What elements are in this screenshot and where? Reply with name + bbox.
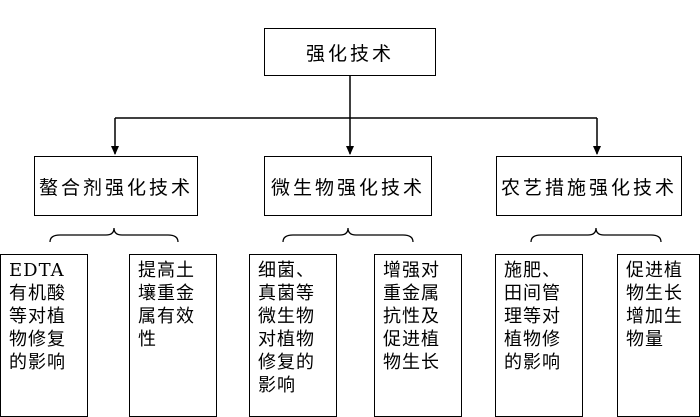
leaf-text-3-2: 促进植物生长增加生物量 bbox=[626, 260, 683, 350]
leaf-text-2-2: 增强对重金属抗性及促进植物生长 bbox=[383, 260, 440, 373]
category-label-2: 微生物强化技术 bbox=[270, 176, 425, 199]
leaf-node-3-1: 施肥、田间管理等对植物修的影响 bbox=[495, 254, 583, 417]
category-label-3: 农艺措施强化技术 bbox=[500, 176, 677, 199]
leaf-node-1-1: EDTA有机酸等对植物修复的影响 bbox=[0, 254, 88, 417]
category-node-2: 微生物强化技术 bbox=[264, 156, 432, 216]
leaf-node-2-1: 细菌、真菌等微生物对植物修复的影响 bbox=[249, 254, 337, 417]
root-node: 强化技术 bbox=[264, 28, 436, 76]
brace-2 bbox=[282, 227, 414, 243]
leaf-node-2-2: 增强对重金属抗性及促进植物生长 bbox=[374, 254, 462, 417]
brace-3 bbox=[530, 227, 662, 243]
root-label: 强化技术 bbox=[305, 42, 394, 65]
leaf-text-2-1: 细菌、真菌等微生物对植物修复的影响 bbox=[258, 260, 315, 396]
leaf-text-3-1: 施肥、田间管理等对植物修的影响 bbox=[504, 260, 561, 373]
brace-1 bbox=[49, 227, 179, 243]
leaf-text-1-2: 提高土壤重金属有效性 bbox=[138, 260, 195, 350]
category-node-1: 螯合剂强化技术 bbox=[34, 156, 198, 216]
category-label-1: 螯合剂强化技术 bbox=[38, 176, 193, 199]
leaf-text-1-1: EDTA有机酸等对植物修复的影响 bbox=[9, 260, 66, 373]
leaf-node-1-2: 提高土壤重金属有效性 bbox=[129, 254, 217, 417]
category-node-3: 农艺措施强化技术 bbox=[496, 156, 682, 216]
leaf-node-3-2: 促进植物生长增加生物量 bbox=[617, 254, 700, 417]
